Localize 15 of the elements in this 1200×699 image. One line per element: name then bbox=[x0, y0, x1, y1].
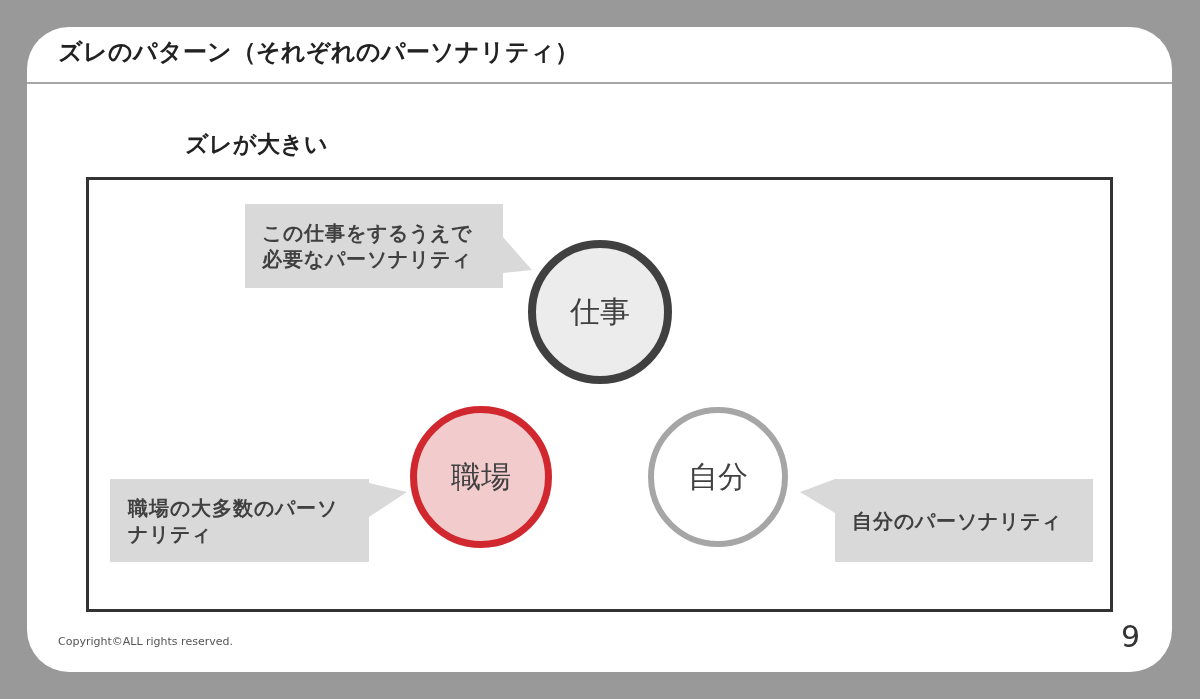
callout-box bbox=[110, 479, 407, 562]
callout-text: この仕事をするうえで必要なパーソナリティ bbox=[262, 220, 473, 272]
group-heading: ズレが大きい bbox=[185, 130, 328, 158]
slide-title: ズレのパターン（それぞれのパーソナリティ） bbox=[58, 37, 579, 67]
callout-text: 職場の大多数のパーソナリティ bbox=[128, 494, 339, 547]
page-number: 9 bbox=[1121, 620, 1141, 654]
copyright-notice: Copyright©ALL rights reserved. bbox=[58, 635, 233, 649]
circle-label: 仕事 bbox=[570, 294, 630, 330]
circle-node bbox=[410, 406, 552, 548]
circle-label: 自分 bbox=[688, 459, 748, 495]
circle-label: 職場 bbox=[451, 459, 511, 495]
callout-text: 自分のパーソナリティ bbox=[852, 507, 1062, 534]
callout-box bbox=[245, 204, 532, 288]
circle-node bbox=[528, 240, 672, 384]
circle-node bbox=[648, 407, 788, 547]
